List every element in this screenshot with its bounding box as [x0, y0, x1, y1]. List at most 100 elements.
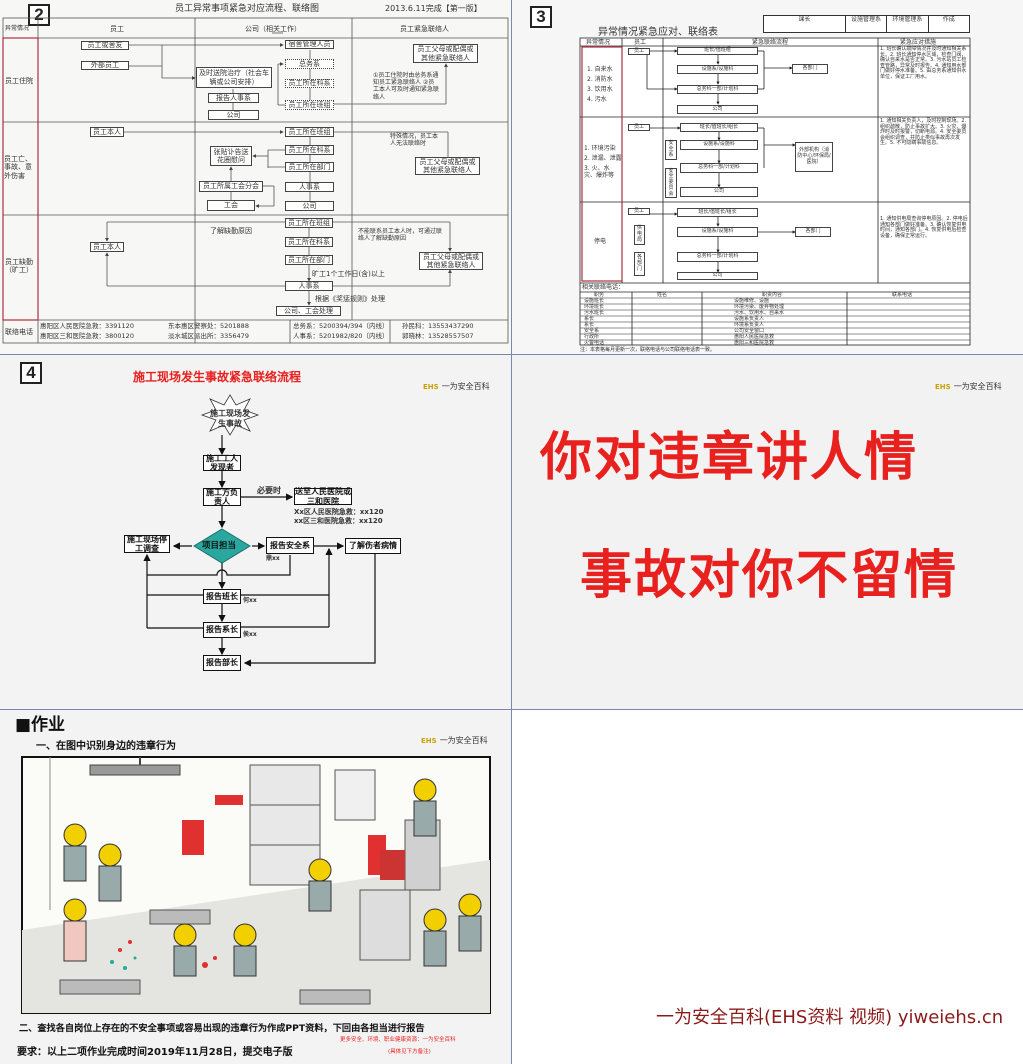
- box-contractor-leader: 施工方负责人: [203, 488, 241, 506]
- suspended-load: [89, 764, 181, 776]
- side-box: 供电局: [634, 225, 645, 245]
- contacts-header: 职责内容: [762, 292, 783, 298]
- flow-box: 班长/值班组: [677, 47, 758, 55]
- table-title: 异常情况紧急应对、联络表: [598, 27, 718, 38]
- employee-box: 员工: [628, 48, 650, 55]
- flow-box: 设施系/设施科: [680, 140, 758, 150]
- col-header-employee: 员工: [634, 39, 647, 46]
- flow-box: 总务科一部/计划科: [680, 163, 758, 173]
- safety-person: 鼎xx: [266, 555, 280, 562]
- box-union: 工会: [207, 200, 255, 211]
- box-team: 员工所在班组: [285, 127, 334, 137]
- situation-water: 2. 消防水: [587, 76, 613, 83]
- box-section: 员工所在科系: [285, 237, 333, 247]
- blank-panel: 一为安全百科(EHS资料 视频) yiweiehs.cn: [512, 710, 1023, 1064]
- note-unreachable: 不能联系员工本人时，可通过联络人了解缺勤原因: [358, 228, 443, 243]
- lane-hospitalized: 员工住院: [5, 77, 33, 85]
- box-general-affairs: 总务系: [285, 59, 334, 69]
- box-condolence: 张贴讣告送花圈慰问: [210, 146, 252, 166]
- slide-number-badge: 2: [28, 4, 50, 26]
- box-report-team-leader: 报告班长: [203, 589, 241, 604]
- flow-box: 公司: [677, 272, 758, 280]
- section-chief-person: 侯xx: [243, 631, 257, 638]
- label-when-needed: 必要时: [257, 486, 281, 495]
- contacts-header: 姓名: [657, 292, 668, 298]
- table-footnote: 注：本表格每月更新一次，联络电话与公司联络电话表一致。: [580, 347, 716, 353]
- phone: 淡水城区派出所：3356479: [168, 332, 249, 340]
- box-report-section-chief: 报告系长: [203, 622, 241, 638]
- measures-text: 1. 通知供电局查询停电原因。2. 停电后通知各部门做好准备。3. 确认恢复供电…: [880, 216, 968, 239]
- phone: 东本惠区警察处：5201888: [168, 322, 249, 330]
- phone: 总务系：5200394/394（内线）: [293, 322, 389, 330]
- col-header-situation: 异常情况: [586, 39, 611, 46]
- shelf: [249, 764, 321, 886]
- signoff-manager: 课长: [764, 16, 846, 32]
- ehs-logo-text: 一为安全百科: [441, 382, 490, 391]
- signoff-environment: 环境管理系: [887, 16, 929, 32]
- phone: 惠阳区三和医院急救：3800120: [40, 332, 134, 340]
- box-external-staff: 外部员工: [81, 61, 129, 70]
- situation-water: 4. 污水: [587, 96, 607, 103]
- col-header-flow: 紧急联络流程: [752, 39, 789, 46]
- contact-duty: 污水、饮用水、自来水: [734, 309, 785, 316]
- label-absent-1-day: 旷工1个工作日(含)以上: [312, 270, 385, 278]
- side-box: 各部门: [795, 227, 831, 237]
- col-header-measures: 紧急应对措施: [900, 39, 937, 46]
- box-company: 公司: [208, 110, 259, 120]
- slide-2-employee-emergency-flow[interactable]: 2 员工异常事项紧急对应流程、联络图 2013.6.11完成【第一版】: [0, 0, 511, 354]
- box-finder: 施工工人发现者: [203, 454, 241, 472]
- measures-text: 1. 班长确认故障情况并及时通知相关系长。2. 班长通知停水区域，检查门阀，确认…: [880, 46, 967, 80]
- promo-note: (具体见下方备注): [388, 1049, 431, 1055]
- divider-horizontal-1: [0, 354, 1023, 355]
- box-report-dept-head: 报告部长: [203, 655, 241, 671]
- box-employee-self: 员工本人: [90, 127, 124, 137]
- lane-highlight: [581, 46, 623, 282]
- contact-role: 环境班长: [584, 303, 605, 310]
- flow-box: 公司: [680, 187, 758, 197]
- box-hr: 人事系: [285, 281, 333, 291]
- box-department: 员工所在部门: [285, 162, 334, 172]
- slide-number-badge: 4: [20, 362, 42, 384]
- box-hospital: 送至人民医院或三和医院: [294, 487, 352, 506]
- task-2: 二、查找各自岗位上存在的不安全事项或容易出现的违章行为作成PPT资料，下回由各担…: [19, 1023, 425, 1034]
- window: [334, 769, 376, 821]
- contact-duty: 设施维修、设施: [734, 297, 770, 304]
- contact-role: 设施班长: [584, 297, 605, 304]
- col-header-company: 公司（相关工作）: [245, 25, 301, 33]
- col-header-situation: 异常情况: [5, 25, 30, 32]
- box-hr: 人事系: [285, 182, 334, 192]
- accident-starburst: [200, 394, 260, 436]
- phone: 郭晓林：13528557507: [402, 332, 474, 340]
- site-watermark[interactable]: 一为安全百科(EHS资料 视频) yiweiehs.cn: [656, 1007, 1004, 1028]
- contacts-header: 职务: [594, 292, 605, 298]
- slide-3-abnormal-contact-table[interactable]: 3 异常情况紧急应对、联络表 课长 设施管理系 环境管理系 作成: [512, 0, 1023, 354]
- sparks: [118, 940, 217, 968]
- team-leader-person: 何xx: [243, 597, 257, 604]
- contact-role: 安全系: [584, 327, 600, 334]
- box-emergency-contact: 员工父母或配偶或其他紧急联络人: [415, 157, 480, 175]
- label-absence-reason: 了解缺勤原因: [210, 227, 252, 235]
- divider-horizontal-2: [0, 709, 1023, 710]
- violation-illustration: [21, 756, 491, 1014]
- box-stop-work: 施工现场停工调查: [124, 535, 170, 553]
- contact-role: 系长: [584, 315, 595, 322]
- note-hospital: ①员工住院时由总务系通知员工紧急联络人 ②员工本人可及时通知紧急联络人: [373, 72, 440, 101]
- homework-heading: ■作业: [15, 715, 66, 735]
- flow-title: 施工现场发生事故紧急联络流程: [133, 370, 302, 384]
- phone: 惠阳区人民医院急救：3391120: [40, 322, 134, 330]
- side-box: 各部门: [792, 64, 828, 74]
- contacts-label: 相关联络电话：: [582, 284, 625, 291]
- sign-red: [182, 820, 204, 855]
- task-1: 一、在图中识别身边的违章行为: [36, 741, 176, 752]
- label-discipline-rule: 根据《奖惩规则》处理: [315, 295, 385, 303]
- flow-box: 公司: [677, 105, 758, 114]
- ehs-logo-text: 一为安全百科: [953, 382, 1002, 391]
- contact-role: 行政所: [584, 333, 600, 340]
- ehs-logo-mark: EHS: [421, 737, 437, 745]
- situation-pollution: 2. 泄漏、泄露: [584, 155, 622, 162]
